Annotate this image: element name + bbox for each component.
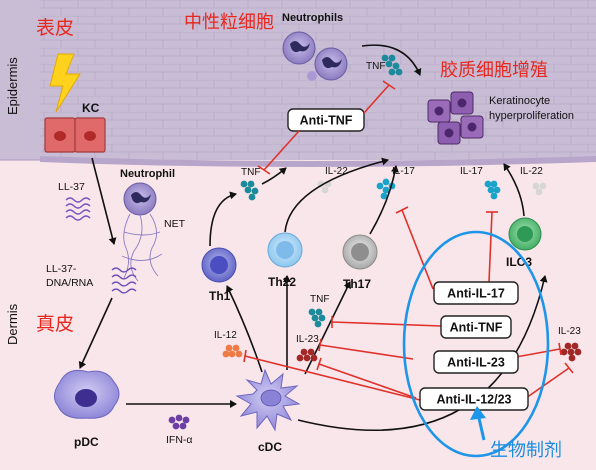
anti-il17-box: Anti-IL-17 [433, 281, 519, 305]
neutrophils-cluster [282, 31, 348, 81]
il22-ilc3-molecules [532, 182, 547, 196]
il23-cdc-molecules [296, 348, 318, 362]
il17-th17-label: IL-17 [392, 166, 415, 177]
pdc-label: pDC [74, 435, 99, 449]
il23-right-label: IL-23 [558, 326, 581, 337]
tnf-cdc-label: TNF [310, 294, 329, 305]
th22-cell [267, 232, 303, 268]
th1-cell [201, 247, 237, 283]
epidermis-label: Epidermis [5, 57, 20, 115]
anti-il23-box: Anti-IL-23 [433, 350, 519, 374]
dermis-cn-label: 真皮 [36, 313, 74, 335]
neutrophils-label: Neutrophils [282, 12, 343, 24]
il12-cdc-molecules [222, 344, 243, 358]
inhibition-lines [243, 206, 574, 401]
arrow-ilc3-to-epidermis [503, 163, 525, 217]
arrow-th1-to-tnf [209, 191, 237, 247]
biologics-highlight-ellipse [402, 230, 550, 458]
neutrophils-cn-label: 中性粒细胞 [184, 12, 274, 32]
il22-th22-label: IL-22 [325, 166, 348, 177]
keratinocyte-cluster [427, 91, 484, 145]
net-strands-icon [121, 213, 163, 282]
cdc-cell [235, 368, 301, 432]
tnf-cdc-molecules [308, 308, 326, 328]
anti-il1223-box: Anti-IL-12/23 [419, 387, 529, 411]
anti-il1223-label: Anti-IL-12/23 [436, 393, 511, 407]
il17-ilc3-molecules [484, 180, 501, 200]
ll37-dna-complex-icon [111, 267, 137, 294]
keratinocyte-line1: Keratinocyte [489, 95, 550, 107]
arrow-cdc-to-th1 [225, 285, 263, 373]
anti-tnf-top-label: Anti-TNF [300, 114, 353, 128]
anti-il23-label: Anti-IL-23 [447, 356, 505, 370]
ilc3-label: ILC3 [506, 255, 532, 269]
th17-cell [342, 234, 378, 270]
tnf-th1-label: TNF [241, 167, 260, 178]
biologics-pointer-head [470, 406, 486, 420]
il17-ilc3-label: IL-17 [460, 166, 483, 177]
lightning-icon [49, 53, 81, 113]
inhibit-anti-tnf-top [257, 80, 396, 175]
anti-il17-label: Anti-IL-17 [447, 287, 505, 301]
il23-right-molecules [560, 342, 582, 362]
cdc-label: cDC [258, 440, 282, 454]
net-label: NET [164, 218, 186, 230]
keratinocyte-cn-label: 胶质细胞增殖 [440, 59, 548, 80]
ll37-label: LL-37 [58, 181, 85, 193]
ll37-dna-line1: LL-37- [46, 263, 77, 275]
ilc3-cell [508, 217, 542, 251]
epidermis-cn-label: 表皮 [36, 17, 74, 39]
biologics-cn-label: 生物制剂 [490, 440, 562, 460]
neutrophil-cell [123, 182, 157, 216]
th1-label: Th1 [209, 289, 231, 303]
tnf-th1-molecules [240, 180, 259, 201]
basement-membrane [40, 156, 596, 167]
arrow-kc-to-netting [91, 157, 117, 245]
arrow-neutrophils-to-keratinocytes [361, 44, 422, 76]
ll37-dna-line2: DNA/RNA [46, 277, 93, 289]
il22-ilc3-label: IL-22 [520, 166, 543, 177]
keratinocyte-kc-cells [44, 117, 106, 153]
anti-tnf-label: Anti-TNF [450, 321, 503, 335]
il23-cdc-label: IL-23 [296, 334, 319, 345]
anti-tnf-top-box: Anti-TNF [287, 108, 365, 132]
keratinocyte-line2: hyperproliferation [489, 110, 574, 122]
kc-label: KC [82, 101, 100, 115]
th22-label: Th22 [268, 275, 296, 289]
arrow-th17-to-epidermis [369, 165, 399, 235]
arrow-tnf-to-epidermis [261, 167, 287, 185]
ll37-peptide-icon [65, 197, 91, 221]
il12-cdc-label: IL-12 [214, 330, 237, 341]
dermis-label: Dermis [5, 303, 20, 345]
tnf-top-molecules [381, 54, 403, 76]
ifn-alpha-label: IFN-α [166, 434, 192, 446]
ifn-alpha-molecules [168, 414, 190, 430]
pdc-cell [54, 369, 120, 419]
arrow-complex-to-pdc [78, 297, 113, 369]
epidermis-cell-pattern [40, 0, 596, 160]
tnf-top-label: TNF [366, 61, 385, 72]
arrow-th22-to-epidermis [284, 157, 389, 233]
anti-tnf-box: Anti-TNF [440, 315, 512, 339]
neutrophil-label: Neutrophil [120, 168, 175, 180]
